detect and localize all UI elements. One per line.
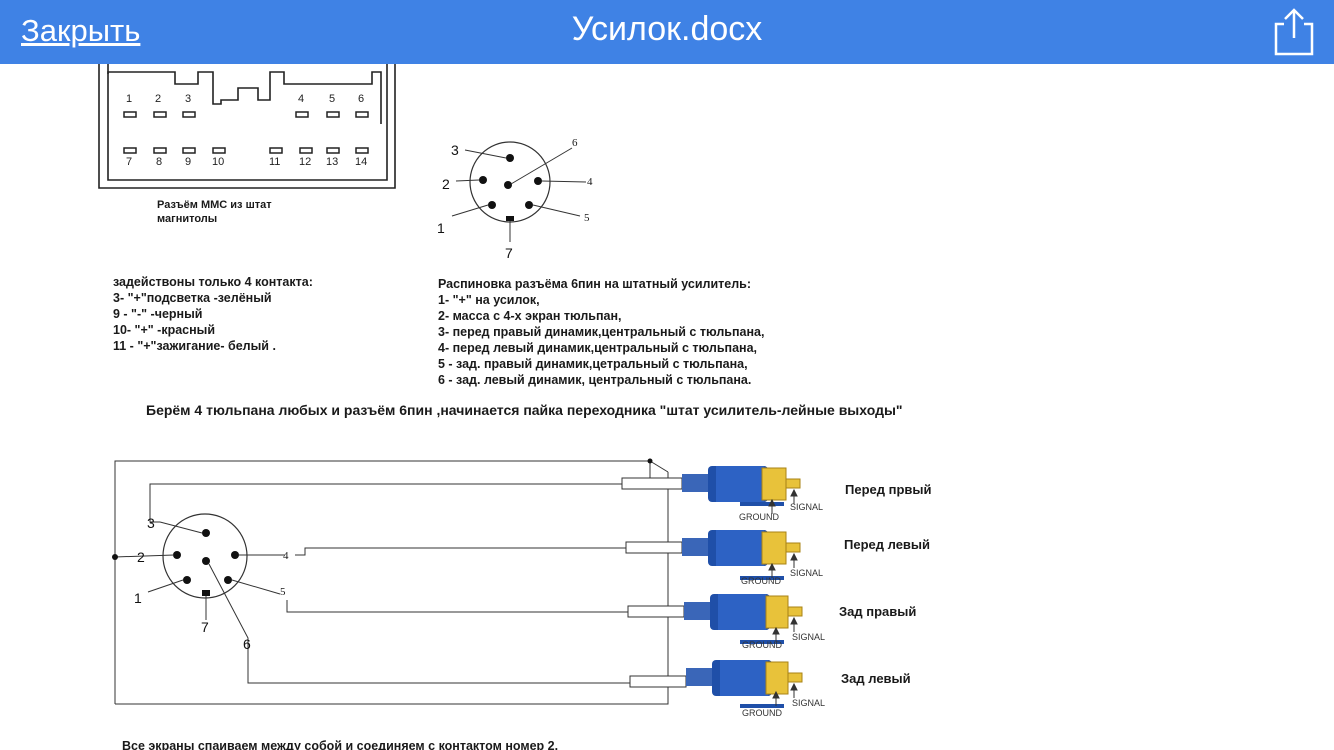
- mmc-caption: Разъём ММС из штат: [157, 199, 272, 211]
- pinout-line: 3- перед правый динамик,центральный с тю…: [438, 325, 765, 339]
- document-view[interactable]: 1 2 3 4 5 6 7 8 9 10 11 12 13 14 Разъём …: [0, 64, 1334, 750]
- mmc-pin-label: 14: [355, 156, 368, 168]
- mmc-pin-label: 1: [126, 93, 133, 105]
- mmc-pin-label: 11: [269, 156, 281, 168]
- section-heading: Берём 4 тюльпана любых и разъём 6пин ,на…: [146, 402, 903, 418]
- pin-label: 6: [572, 137, 578, 149]
- pin-label: 7: [505, 245, 513, 261]
- signal-label: SIGNAL: [792, 698, 826, 708]
- pinout-title: Распиновка разъёма 6пин на штатный усили…: [438, 277, 752, 291]
- mmc-pin-label: 4: [298, 93, 305, 105]
- pin-label: 6: [243, 636, 251, 652]
- ground-label: GROUND: [742, 640, 782, 650]
- mmc-pin-label: 9: [185, 156, 192, 168]
- channel-label: Перед левый: [844, 537, 931, 552]
- pin-label: 3: [451, 142, 459, 158]
- pinout-line: 6 - зад. левый динамик, центральный с тю…: [438, 373, 752, 387]
- pin-label: 1: [134, 590, 142, 606]
- pin-label: 1: [437, 220, 445, 236]
- mmc-pin-label: 6: [358, 93, 365, 105]
- pin-label: 2: [137, 549, 145, 565]
- ground-label: GROUND: [739, 512, 779, 522]
- pin-label: 5: [584, 212, 590, 224]
- document-title: Усилок.docx: [571, 10, 763, 48]
- top-bar: Закрыть Усилок.docx: [0, 0, 1334, 64]
- pinout-line: 2- масса с 4-х экран тюльпан,: [438, 309, 622, 323]
- mmc-pin-label: 7: [126, 156, 133, 168]
- close-button[interactable]: Закрыть: [21, 13, 141, 48]
- mmc-pin-label: 8: [156, 156, 163, 168]
- contacts-line: 11 - "+"зажигание- белый .: [113, 339, 276, 353]
- signal-label: SIGNAL: [790, 502, 824, 512]
- mmc-caption: магнитолы: [157, 213, 218, 225]
- contacts-line: 10- "+" -красный: [113, 323, 216, 337]
- mmc-pin-label: 10: [212, 156, 225, 168]
- channel-label: Зад правый: [839, 604, 917, 619]
- channel-label: Зад левый: [841, 671, 911, 686]
- pin-label: 7: [201, 619, 209, 635]
- contacts-title: задействоны только 4 контакта:: [113, 275, 313, 289]
- mmc-pin-label: 5: [329, 93, 336, 105]
- ground-label: GROUND: [742, 708, 782, 718]
- pin-label: 5: [280, 586, 286, 598]
- ground-label: GROUND: [741, 576, 781, 586]
- pinout-line: 4- перед левый динамик,центральный с тюл…: [438, 341, 758, 355]
- pin-label: 4: [283, 550, 289, 562]
- mmc-pin-label: 3: [185, 93, 192, 105]
- share-icon[interactable]: [1270, 6, 1318, 58]
- mmc-pin-label: 13: [326, 156, 339, 168]
- contacts-line: 9 - "-" -черный: [113, 307, 203, 321]
- pinout-line: 5 - зад. правый динамик,цетральный с тюл…: [438, 357, 748, 371]
- wiring-diagram-drawing: [98, 64, 803, 708]
- channel-label: Перед првый: [845, 482, 932, 497]
- pin-label: 2: [442, 176, 450, 192]
- footer-note: Все экраны спаиваем между собой и соедин…: [122, 739, 559, 750]
- signal-label: SIGNAL: [790, 568, 824, 578]
- pin-label: 3: [147, 515, 155, 531]
- pin-label: 4: [587, 176, 593, 188]
- contacts-line: 3- "+"подсветка -зелёный: [113, 291, 272, 305]
- mmc-pin-label: 2: [155, 93, 162, 105]
- mmc-pin-label: 12: [299, 156, 312, 168]
- signal-label: SIGNAL: [792, 632, 826, 642]
- pinout-line: 1- "+" на усилок,: [438, 293, 540, 307]
